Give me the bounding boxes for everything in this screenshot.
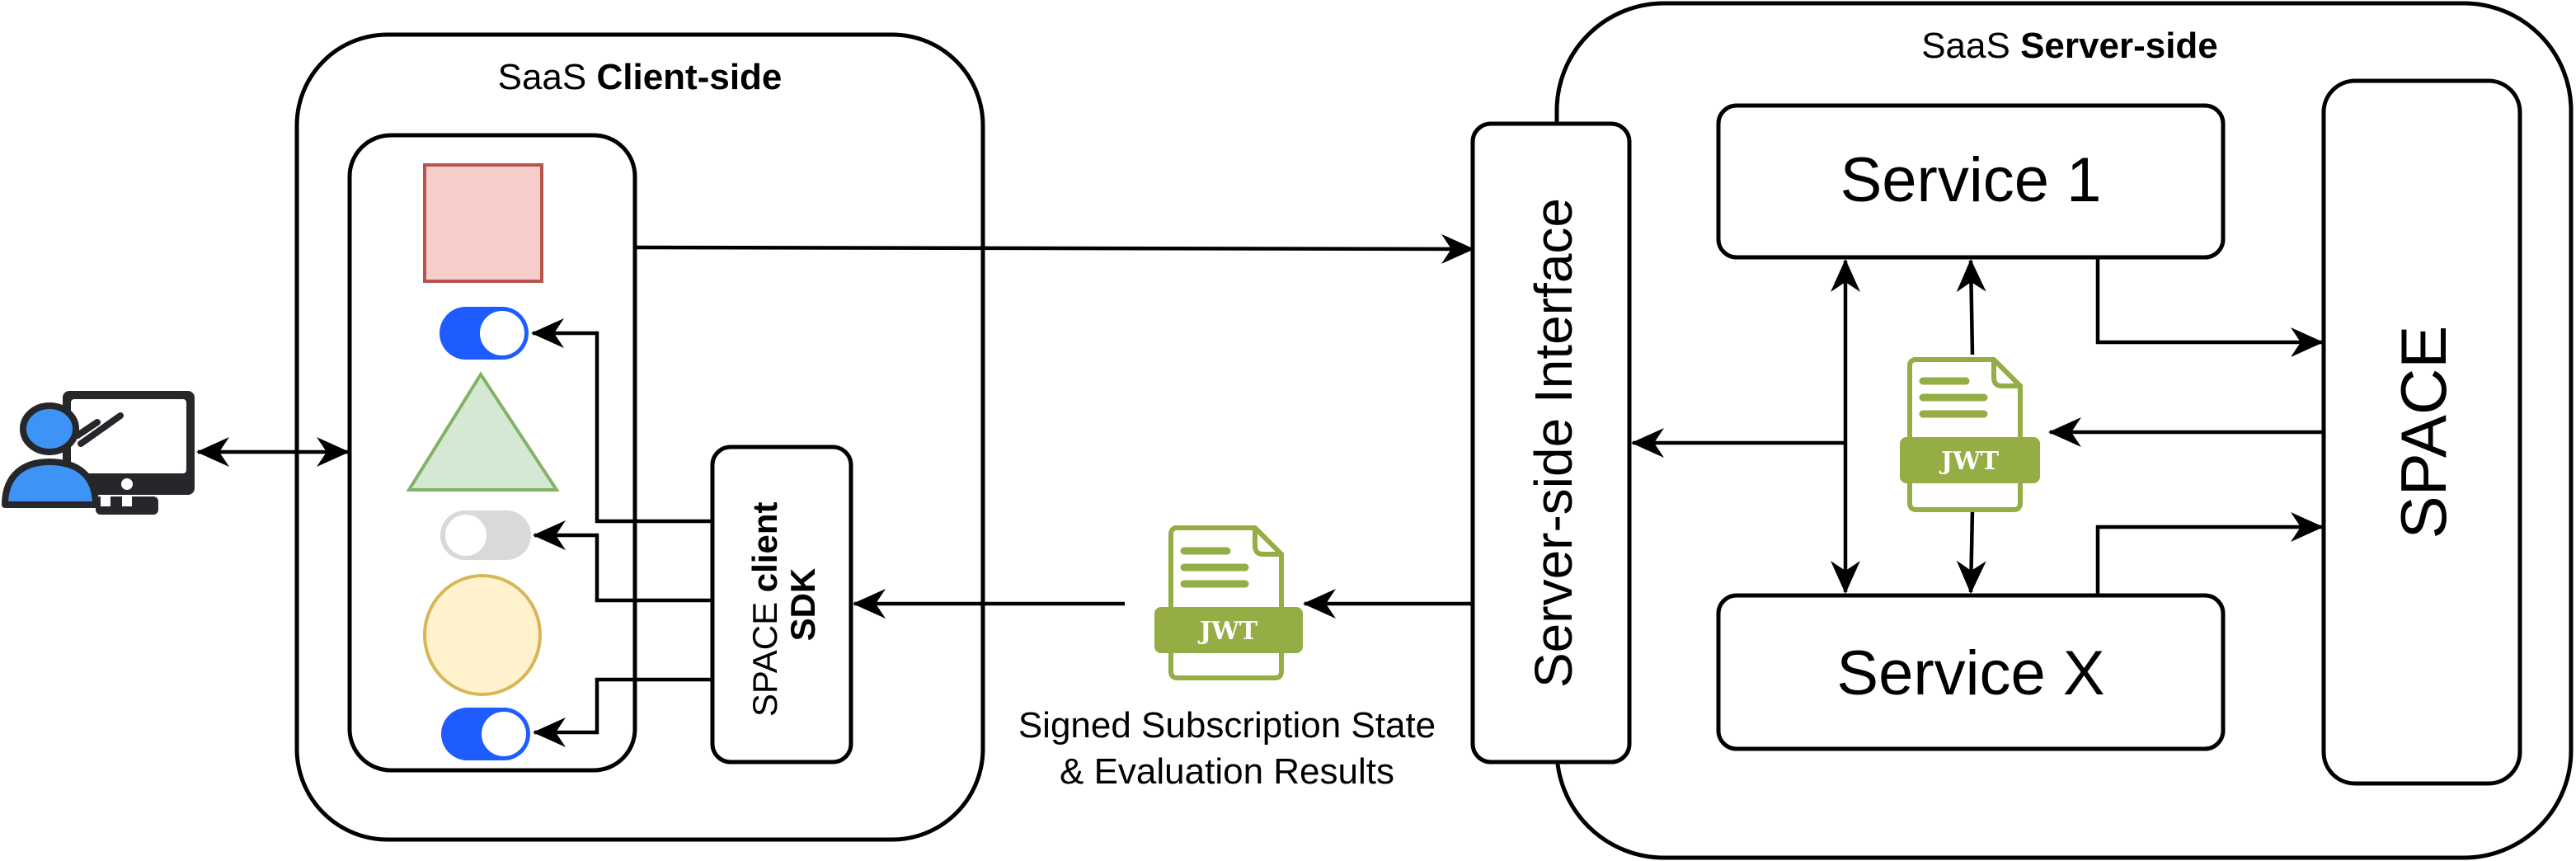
service-x-box[interactable]: Service X bbox=[1716, 593, 2226, 751]
feature-toggle-1[interactable] bbox=[440, 307, 529, 360]
service-1-box[interactable]: Service 1 bbox=[1716, 103, 2226, 260]
ui-circle-element[interactable] bbox=[423, 574, 542, 696]
jwt-to-service1-arrow bbox=[1956, 259, 1986, 355]
ui-square-element[interactable] bbox=[423, 163, 543, 283]
client-to-server-request-arrow bbox=[634, 233, 1474, 264]
svg-text:JWT: JWT bbox=[1939, 447, 2000, 476]
jwt-token-icon-transit: JWT bbox=[1154, 525, 1303, 680]
feature-toggle-2[interactable] bbox=[440, 510, 531, 560]
svg-text:SPACE client SDK: SPACE client SDK bbox=[745, 492, 822, 717]
svg-text:JWT: JWT bbox=[1197, 617, 1258, 646]
sdk-to-toggle-1-arrow bbox=[531, 318, 712, 524]
svg-text:SPACE: SPACE bbox=[2387, 326, 2460, 539]
user-at-monitor-icon bbox=[2, 391, 195, 515]
client-side-title: SaaS Client-side bbox=[498, 57, 783, 97]
ui-triangle-element[interactable] bbox=[406, 371, 560, 492]
feature-toggle-3[interactable] bbox=[441, 708, 530, 760]
jwt-token-icon-server: JWT bbox=[1900, 357, 2040, 512]
svg-text:Signed Subscription State: Signed Subscription State bbox=[1018, 705, 1436, 746]
servicex-to-space-arrow bbox=[2095, 512, 2324, 595]
svg-text:Server-side Interface: Server-side Interface bbox=[1524, 198, 1583, 688]
jwt-caption: Signed Subscription State & Evaluation R… bbox=[1018, 705, 1436, 792]
svg-text:Service X: Service X bbox=[1836, 638, 2104, 708]
server-side-interface[interactable]: Server-side Interface bbox=[1470, 121, 1632, 765]
service1-to-space-arrow bbox=[2095, 257, 2324, 357]
svg-text:Service 1: Service 1 bbox=[1840, 145, 2102, 215]
space-client-sdk[interactable]: SPACE client SDK bbox=[710, 445, 853, 765]
space-box[interactable]: SPACE bbox=[2321, 78, 2522, 786]
svg-text:& Evaluation Results: & Evaluation Results bbox=[1060, 751, 1394, 792]
sdk-to-toggle-3-arrow bbox=[533, 677, 712, 747]
sdk-to-toggle-2-arrow bbox=[533, 520, 712, 603]
jwt-to-servicex-arrow bbox=[1956, 509, 1986, 594]
server-side-title: SaaS Server-side bbox=[1921, 26, 2218, 66]
